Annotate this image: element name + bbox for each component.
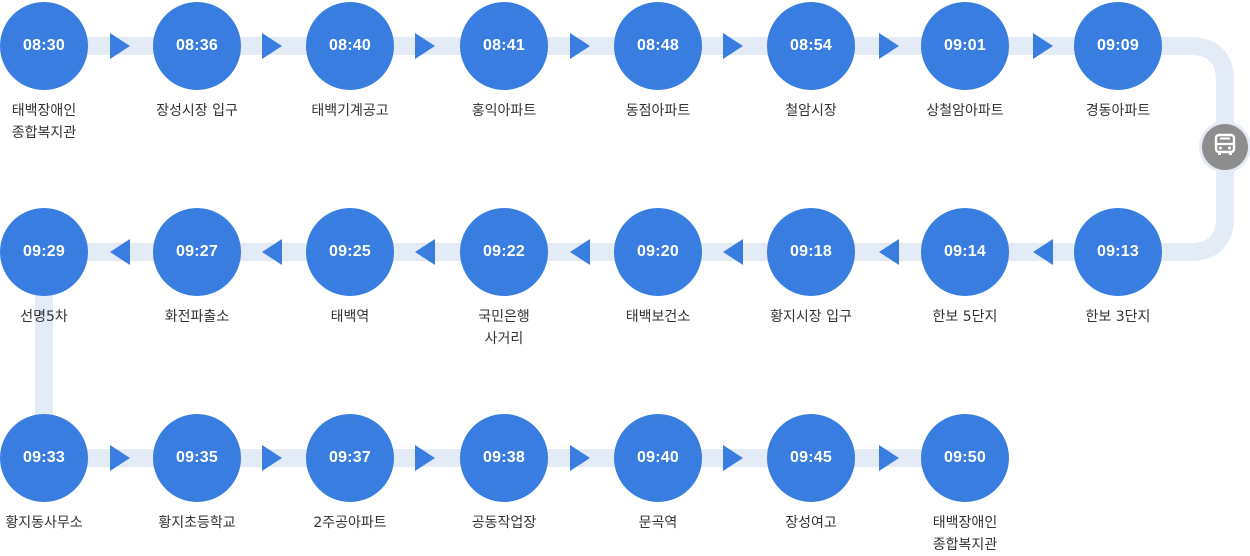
stop-time-badge: 09:45 bbox=[767, 414, 855, 502]
bus-badge bbox=[1202, 124, 1248, 170]
stop-name: 장성시장 입구 bbox=[156, 103, 238, 119]
stop-time-badge: 09:33 bbox=[0, 414, 88, 502]
arrow-right-icon bbox=[262, 33, 282, 59]
stop-name: 태백장애인 종합복지관 bbox=[932, 515, 998, 553]
stop-name: 홍익아파트 bbox=[471, 103, 537, 119]
arrow-right-icon bbox=[262, 445, 282, 471]
stop-time-badge: 09:25 bbox=[306, 208, 394, 296]
stop-name: 경동아파트 bbox=[1085, 103, 1151, 119]
stop-time-badge: 09:50 bbox=[921, 414, 1009, 502]
stop-name: 선명5차 bbox=[20, 309, 68, 325]
stop-time-badge: 09:29 bbox=[0, 208, 88, 296]
stop-name: 상철암아파트 bbox=[926, 103, 1004, 119]
stop-time-badge: 09:01 bbox=[921, 2, 1009, 90]
arrow-right-icon bbox=[110, 33, 130, 59]
stop-time-badge: 08:48 bbox=[614, 2, 702, 90]
arrow-left-icon bbox=[570, 239, 590, 265]
stop-name: 황지초등학교 bbox=[158, 515, 236, 531]
stop-time-badge: 08:54 bbox=[767, 2, 855, 90]
stop-time-badge: 08:36 bbox=[153, 2, 241, 90]
stop-name: 화전파출소 bbox=[164, 309, 230, 325]
arrow-right-icon bbox=[570, 33, 590, 59]
stop-name: 황지시장 입구 bbox=[770, 309, 852, 325]
stop-time-badge: 09:37 bbox=[306, 414, 394, 502]
arrow-right-icon bbox=[415, 445, 435, 471]
arrow-right-icon bbox=[879, 33, 899, 59]
stop-time-badge: 09:35 bbox=[153, 414, 241, 502]
stop-time-badge: 08:40 bbox=[306, 2, 394, 90]
stop-time-badge: 09:14 bbox=[921, 208, 1009, 296]
stop-name: 2주공아파트 bbox=[313, 515, 387, 531]
bus-icon bbox=[1212, 132, 1238, 162]
arrow-left-icon bbox=[1033, 239, 1053, 265]
arrow-right-icon bbox=[110, 445, 130, 471]
stop-name: 철암시장 bbox=[785, 103, 837, 119]
stop-time-badge: 09:18 bbox=[767, 208, 855, 296]
stop-name: 태백역 bbox=[330, 309, 370, 325]
arrow-right-icon bbox=[723, 33, 743, 59]
stop-time-badge: 09:27 bbox=[153, 208, 241, 296]
stop-name: 동점아파트 bbox=[625, 103, 691, 119]
arrow-left-icon bbox=[879, 239, 899, 265]
stop-name: 국민은행 사거리 bbox=[478, 309, 530, 347]
stop-name: 공동작업장 bbox=[471, 515, 537, 531]
arrow-right-icon bbox=[1033, 33, 1053, 59]
stop-time-badge: 08:30 bbox=[0, 2, 88, 90]
stop-name: 장성여고 bbox=[785, 515, 837, 531]
stop-time-badge: 09:13 bbox=[1074, 208, 1162, 296]
stop-name: 한보 3단지 bbox=[1085, 309, 1151, 325]
stop-name: 태백보건소 bbox=[625, 309, 691, 325]
arrow-right-icon bbox=[570, 445, 590, 471]
arrow-left-icon bbox=[415, 239, 435, 265]
stop-name: 태백장애인 종합복지관 bbox=[11, 103, 77, 141]
arrow-right-icon bbox=[879, 445, 899, 471]
stop-time-badge: 09:22 bbox=[460, 208, 548, 296]
arrow-right-icon bbox=[415, 33, 435, 59]
arrow-left-icon bbox=[723, 239, 743, 265]
arrow-left-icon bbox=[262, 239, 282, 265]
stop-name: 황지동사무소 bbox=[5, 515, 83, 531]
stop-name: 문곡역 bbox=[638, 515, 678, 531]
stop-name: 태백기계공고 bbox=[311, 103, 389, 119]
arrow-right-icon bbox=[723, 445, 743, 471]
stop-time-badge: 09:20 bbox=[614, 208, 702, 296]
arrow-left-icon bbox=[110, 239, 130, 265]
stop-time-badge: 09:38 bbox=[460, 414, 548, 502]
stop-name: 한보 5단지 bbox=[932, 309, 998, 325]
stop-time-badge: 09:09 bbox=[1074, 2, 1162, 90]
stop-time-badge: 08:41 bbox=[460, 2, 548, 90]
stop-time-badge: 09:40 bbox=[614, 414, 702, 502]
